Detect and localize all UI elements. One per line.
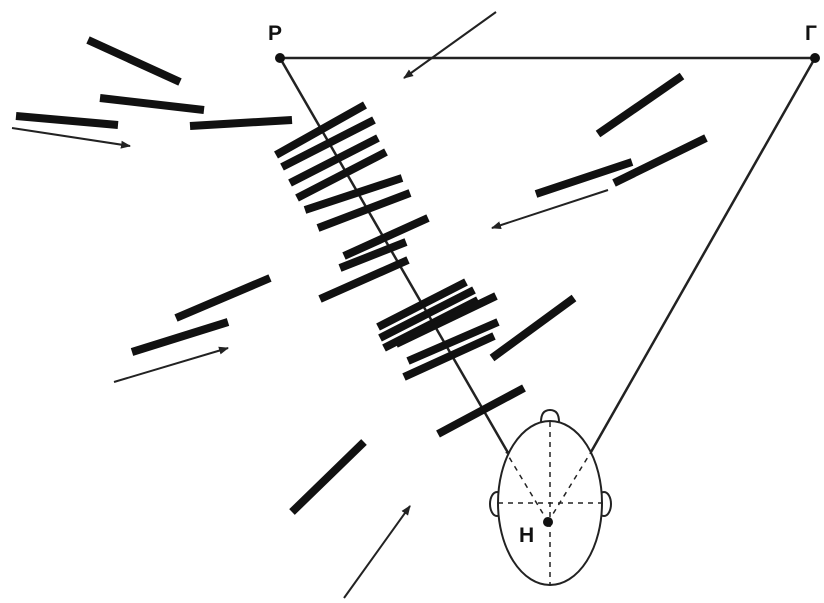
surface-bars — [16, 40, 706, 512]
bar — [292, 442, 364, 512]
bar — [438, 388, 524, 434]
label-h: Н — [519, 524, 534, 547]
arrow — [404, 12, 496, 78]
bar — [176, 278, 270, 318]
arrow — [344, 506, 410, 598]
bar — [132, 322, 228, 352]
arrow — [12, 128, 130, 146]
bar — [320, 260, 408, 299]
bar — [16, 116, 118, 125]
arrow — [114, 348, 228, 382]
label-p: Р — [268, 22, 282, 45]
vertex-g — [810, 53, 820, 63]
vertex-p — [275, 53, 285, 63]
vertex-h — [543, 517, 553, 527]
bar — [598, 76, 682, 134]
bar — [88, 40, 180, 82]
bar — [100, 98, 204, 110]
arrow — [492, 190, 608, 228]
bar — [492, 298, 574, 358]
label-g: Г — [805, 22, 817, 45]
bar — [190, 120, 292, 126]
